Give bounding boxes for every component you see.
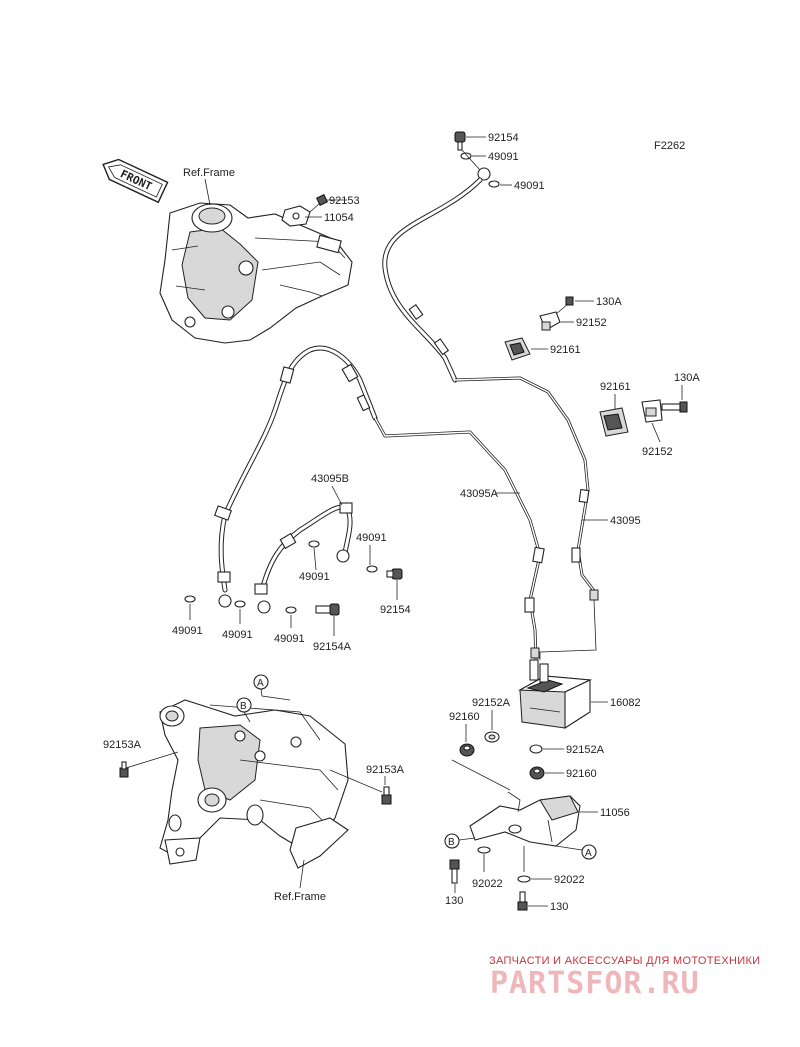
callout-92152A-right: 92152A bbox=[566, 744, 605, 756]
callout-92153: 92153 bbox=[329, 195, 360, 207]
abs-unit-16082 bbox=[518, 659, 593, 730]
callout-92161-side: 92161 bbox=[600, 381, 631, 393]
callout-43095B: 43095B bbox=[311, 473, 349, 485]
banjo-fitting-top bbox=[477, 167, 491, 181]
washer-49091-mid2 bbox=[366, 565, 378, 573]
banjo-bolt-92154-top bbox=[454, 131, 466, 151]
callout-92154-top: 92154 bbox=[488, 132, 519, 144]
callout-92161-upper: 92161 bbox=[550, 344, 581, 356]
bracket-11054 bbox=[281, 205, 311, 227]
damper-92160-left bbox=[459, 743, 475, 757]
brake-line-43095A bbox=[373, 417, 545, 661]
bolt-130-right bbox=[517, 891, 528, 911]
callout-92154-mid: 92154 bbox=[380, 604, 411, 616]
washer-92022-right bbox=[517, 875, 531, 883]
svg-text:A: A bbox=[585, 848, 592, 859]
brake-hose-43095B bbox=[254, 502, 353, 595]
front-arrow-icon: FRONT bbox=[102, 158, 169, 204]
grommet-92161-side bbox=[599, 407, 629, 437]
callout-130A-side: 130A bbox=[674, 372, 700, 384]
callout-43095: 43095 bbox=[610, 515, 641, 527]
washer-49091-bl1 bbox=[184, 595, 196, 603]
banjo-bolt-92154-mid bbox=[386, 568, 403, 580]
callout-49091-top1: 49091 bbox=[488, 151, 519, 163]
callout-16082: 16082 bbox=[610, 697, 641, 709]
brake-hose-front-left bbox=[214, 345, 378, 593]
callout-92022-left: 92022 bbox=[472, 878, 503, 890]
bolt-92153A-right bbox=[381, 786, 392, 805]
collar-92152A-left bbox=[484, 731, 500, 743]
callout-49091-mid2: 49091 bbox=[356, 532, 387, 544]
callout-92153A-right: 92153A bbox=[366, 764, 405, 776]
bracket-11056 bbox=[469, 791, 581, 847]
washer-49091-top2 bbox=[488, 180, 500, 188]
ref-marker-b-bottom: B bbox=[444, 833, 460, 849]
upper-frame bbox=[159, 202, 353, 344]
callout-11054: 11054 bbox=[324, 212, 354, 224]
callout-92152-upper: 92152 bbox=[576, 317, 607, 329]
damper-92160-right bbox=[529, 766, 545, 780]
banjo-fitting-bl2 bbox=[257, 600, 271, 614]
bolt-130A-side bbox=[661, 401, 688, 413]
ref-marker-b-top: B bbox=[236, 697, 252, 713]
banjo-fitting-mid bbox=[336, 549, 350, 563]
brake-line-43095 bbox=[454, 376, 599, 660]
ref-frame-top: Ref.Frame bbox=[183, 167, 235, 179]
svg-text:B: B bbox=[240, 701, 247, 712]
clamp-92152-side bbox=[641, 399, 663, 423]
bolt-130-left bbox=[449, 859, 460, 884]
callout-49091-bl2: 49091 bbox=[222, 629, 253, 641]
callout-92154A: 92154A bbox=[313, 641, 352, 653]
washer-49091-bl2 bbox=[234, 600, 246, 608]
watermark-caption: ЗАПЧАСТИ И АКСЕССУАРЫ ДЛЯ МОТОТЕХНИКИ bbox=[489, 955, 760, 967]
callout-92152-side: 92152 bbox=[642, 446, 673, 458]
callout-49091-mid1: 49091 bbox=[299, 571, 330, 583]
bolt-130A-upper bbox=[555, 296, 574, 315]
callout-92160-left: 92160 bbox=[449, 711, 480, 723]
washer-49091-mid1 bbox=[308, 540, 320, 548]
callout-49091-bl1: 49091 bbox=[172, 625, 203, 637]
svg-text:B: B bbox=[448, 837, 455, 848]
callout-92022-right: 92022 bbox=[554, 874, 585, 886]
callout-43095A: 43095A bbox=[460, 488, 499, 500]
ref-marker-a-bottom: A bbox=[581, 844, 597, 860]
callout-11056: 11056 bbox=[600, 807, 630, 819]
collar-92152A-right bbox=[529, 744, 543, 754]
grommet-92161-upper bbox=[504, 337, 531, 361]
callout-92153A-left: 92153A bbox=[103, 739, 142, 751]
banjo-bolt-92154A bbox=[315, 603, 340, 616]
washer-49091-bl3 bbox=[285, 606, 297, 614]
callout-92160-right: 92160 bbox=[566, 768, 597, 780]
washer-92022-left bbox=[477, 846, 491, 854]
figure-code: F2262 bbox=[654, 140, 685, 152]
brake-hose-upper-right bbox=[382, 177, 483, 383]
lower-frame bbox=[159, 699, 349, 869]
callout-49091-bl3: 49091 bbox=[274, 633, 305, 645]
callout-130-right: 130 bbox=[550, 901, 568, 913]
ref-marker-a-top: A bbox=[253, 674, 269, 690]
ref-frame-bottom: Ref.Frame bbox=[274, 891, 326, 903]
bolt-92153A-left bbox=[119, 761, 129, 778]
svg-text:A: A bbox=[257, 678, 264, 689]
watermark-brand: PARTSFOR.RU bbox=[490, 966, 700, 1001]
callout-130A-upper: 130A bbox=[596, 296, 622, 308]
banjo-fitting-bl bbox=[218, 594, 232, 608]
callout-130-left: 130 bbox=[445, 895, 463, 907]
bolt-92153 bbox=[309, 194, 328, 213]
callout-92152A-left: 92152A bbox=[472, 697, 511, 709]
callout-49091-top2: 49091 bbox=[514, 180, 545, 192]
clamp-92152-upper bbox=[539, 311, 561, 331]
